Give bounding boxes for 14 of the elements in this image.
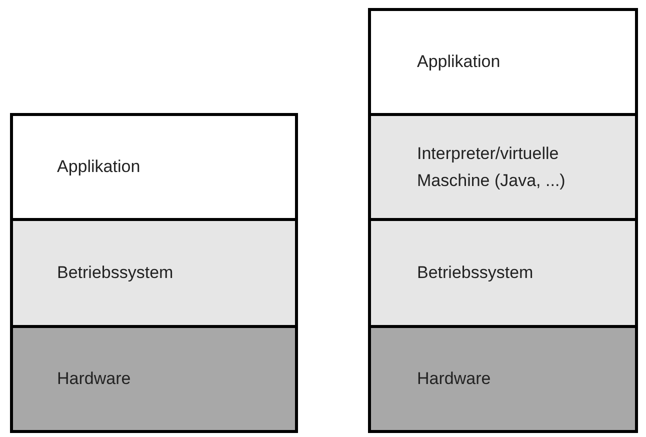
layer-label: Interpreter/virtuelle Maschine (Java, ...) — [417, 142, 566, 192]
layer-label: Applikation — [57, 156, 140, 178]
layer-box — [10, 113, 298, 221]
layer-box — [368, 113, 638, 221]
layer-label: Applikation — [417, 51, 500, 74]
layer-label: Betriebssystem — [417, 262, 534, 284]
layer-box — [10, 218, 298, 328]
layer-label: Betriebssystem — [57, 262, 174, 284]
layer-label: Hardware — [417, 368, 491, 390]
layer-box — [368, 218, 638, 328]
layer-label: Hardware — [57, 368, 131, 390]
layer-box — [368, 8, 638, 116]
layer-box — [10, 325, 298, 433]
layer-box — [368, 325, 638, 433]
